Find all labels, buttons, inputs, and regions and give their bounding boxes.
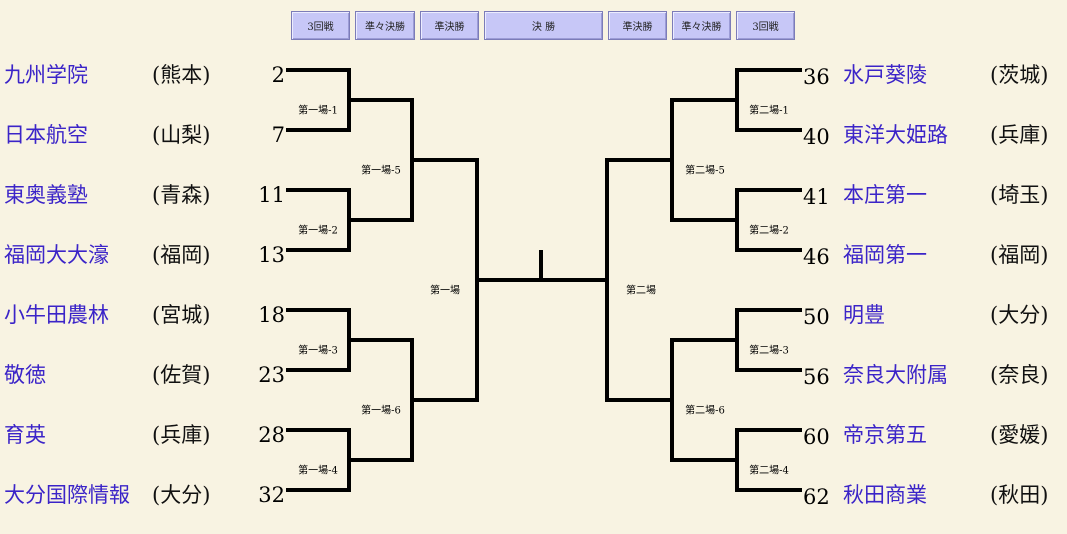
right-team-4: 福岡第一 (福岡) xyxy=(843,239,1048,271)
header-round-right-r3[interactable]: 3回戦 xyxy=(736,11,795,40)
left-team-2: 日本航空 (山梨) xyxy=(4,119,210,151)
team-link[interactable]: 九州学院 xyxy=(4,63,88,87)
right-team-2: 東洋大姫路 (兵庫) xyxy=(843,119,1048,151)
match-label-right-2: 第二場-2 xyxy=(749,225,789,237)
prefecture-label: (愛媛) xyxy=(990,423,1049,447)
match-label-left-1: 第一場-1 xyxy=(298,105,338,117)
header-round-left-r3[interactable]: 3回戦 xyxy=(291,11,350,40)
right-seed-8: 62 xyxy=(803,485,830,509)
right-team-5: 明豊 (大分) xyxy=(843,299,1048,331)
header-round-right-qf[interactable]: 準々決勝 xyxy=(672,11,731,40)
prefecture-label: (山梨) xyxy=(152,123,211,147)
left-team-5: 小牛田農林 (宮城) xyxy=(4,299,210,331)
match-label-right-3: 第二場-3 xyxy=(749,345,789,357)
team-link[interactable]: 大分国際情報 xyxy=(4,483,130,507)
prefecture-label: (青森) xyxy=(152,183,211,207)
left-seed-2: 7 xyxy=(271,123,285,147)
right-seed-4: 46 xyxy=(803,245,830,269)
team-link[interactable]: 福岡第一 xyxy=(843,243,927,267)
prefecture-label: (奈良) xyxy=(990,363,1049,387)
prefecture-label: (福岡) xyxy=(990,243,1049,267)
left-team-3: 東奥義塾 (青森) xyxy=(4,179,210,211)
match-label-right-4: 第二場-4 xyxy=(749,465,789,477)
prefecture-label: (茨城) xyxy=(990,63,1049,87)
match-label-right-6: 第二場-6 xyxy=(685,405,725,417)
team-link[interactable]: 秋田商業 xyxy=(843,483,927,507)
right-team-7: 帝京第五 (愛媛) xyxy=(843,419,1048,451)
prefecture-label: (兵庫) xyxy=(152,423,211,447)
right-team-1: 水戸葵陵 (茨城) xyxy=(843,59,1048,91)
prefecture-label: (熊本) xyxy=(152,63,211,87)
right-seed-3: 41 xyxy=(803,185,830,209)
prefecture-label: (宮城) xyxy=(152,303,211,327)
match-label-left-5: 第一場-5 xyxy=(361,165,401,177)
header-round-right-sf[interactable]: 準決勝 xyxy=(608,11,667,40)
left-seed-3: 11 xyxy=(258,183,285,207)
match-label-left-6: 第一場-6 xyxy=(361,405,401,417)
team-link[interactable]: 東奥義塾 xyxy=(4,183,88,207)
match-label-left-semi: 第一場 xyxy=(430,285,460,297)
match-label-right-5: 第二場-5 xyxy=(685,165,725,177)
prefecture-label: (大分) xyxy=(990,303,1049,327)
prefecture-label: (兵庫) xyxy=(990,123,1049,147)
right-seed-1: 36 xyxy=(803,65,830,89)
header-round-left-qf[interactable]: 準々決勝 xyxy=(355,11,415,40)
right-team-6: 奈良大附属 (奈良) xyxy=(843,359,1048,391)
team-link[interactable]: 帝京第五 xyxy=(843,423,927,447)
right-seed-5: 50 xyxy=(803,305,830,329)
left-seed-1: 2 xyxy=(271,63,285,87)
left-team-8: 大分国際情報 (大分) xyxy=(4,479,210,511)
team-link[interactable]: 本庄第一 xyxy=(843,183,927,207)
team-link[interactable]: 敬徳 xyxy=(4,363,46,387)
left-seed-7: 28 xyxy=(258,423,285,447)
right-team-3: 本庄第一 (埼玉) xyxy=(843,179,1048,211)
match-label-left-3: 第一場-3 xyxy=(298,345,338,357)
left-team-4: 福岡大大濠 (福岡) xyxy=(4,239,210,271)
match-label-left-4: 第一場-4 xyxy=(298,465,338,477)
left-seed-8: 32 xyxy=(258,483,285,507)
left-team-7: 育英 (兵庫) xyxy=(4,419,210,451)
team-link[interactable]: 明豊 xyxy=(843,303,885,327)
match-label-right-semi: 第二場 xyxy=(626,285,656,297)
left-seed-4: 13 xyxy=(258,243,285,267)
team-link[interactable]: 育英 xyxy=(4,423,46,447)
left-team-6: 敬徳 (佐賀) xyxy=(4,359,210,391)
match-label-left-2: 第一場-2 xyxy=(298,225,338,237)
left-seed-6: 23 xyxy=(258,363,285,387)
prefecture-label: (福岡) xyxy=(152,243,211,267)
left-team-1: 九州学院 (熊本) xyxy=(4,59,210,91)
prefecture-label: (埼玉) xyxy=(990,183,1049,207)
team-link[interactable]: 福岡大大濠 xyxy=(4,243,109,267)
match-label-right-1: 第二場-1 xyxy=(749,105,789,117)
prefecture-label: (大分) xyxy=(152,483,211,507)
team-link[interactable]: 奈良大附属 xyxy=(843,363,948,387)
team-link[interactable]: 小牛田農林 xyxy=(4,303,109,327)
right-seed-7: 60 xyxy=(803,425,830,449)
right-team-8: 秋田商業 (秋田) xyxy=(843,479,1048,511)
prefecture-label: (秋田) xyxy=(990,483,1049,507)
header-round-left-sf[interactable]: 準決勝 xyxy=(420,11,479,40)
prefecture-label: (佐賀) xyxy=(152,363,211,387)
right-seed-2: 40 xyxy=(803,125,830,149)
team-link[interactable]: 日本航空 xyxy=(4,123,88,147)
right-seed-6: 56 xyxy=(803,365,830,389)
team-link[interactable]: 東洋大姫路 xyxy=(843,123,948,147)
left-seed-5: 18 xyxy=(258,303,285,327)
header-round-final[interactable]: 決 勝 xyxy=(484,11,603,40)
team-link[interactable]: 水戸葵陵 xyxy=(843,63,927,87)
